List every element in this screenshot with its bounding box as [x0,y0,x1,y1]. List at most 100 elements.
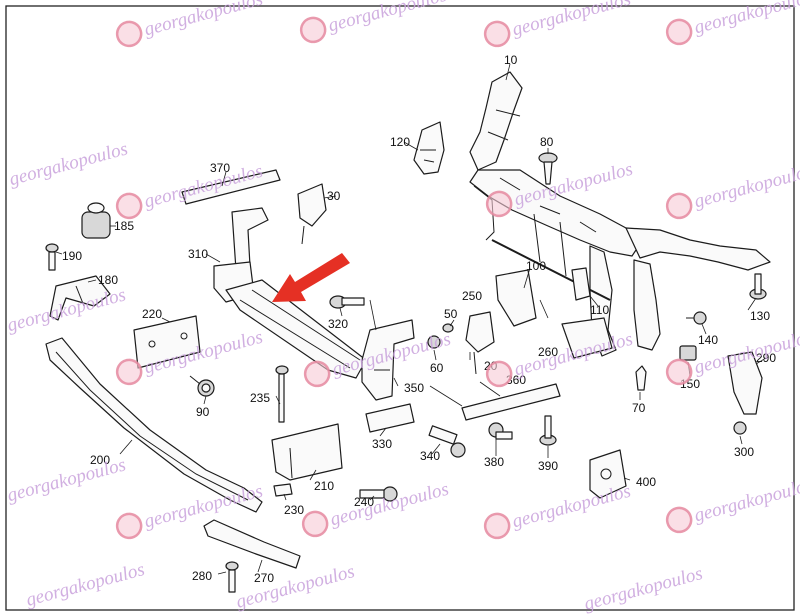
watermark-logo-icon [485,360,513,388]
callout-100: 100 [526,259,546,273]
callout-400: 400 [636,475,656,489]
watermark: georgakopoulos [234,561,357,613]
part-380-bolt [488,422,513,440]
part-180-bracket [49,275,111,321]
watermark-logo-icon [665,358,693,386]
watermark-text: georgakopoulos [5,454,128,506]
callout-60: 60 [430,361,444,375]
callout-330: 330 [372,437,392,451]
callout-120: 120 [390,135,410,149]
callout-210: 210 [314,479,334,493]
watermark: georgakopoulos [665,475,800,534]
callout-80: 80 [540,135,554,149]
callout-370: 370 [210,161,230,175]
callout-280: 280 [192,569,212,583]
part-70-pin [635,365,647,391]
callout-235: 235 [250,391,270,405]
callout-390: 390 [538,459,558,473]
part-90-bolt [189,375,215,397]
watermark-logo-icon [665,18,693,46]
callout-30: 30 [327,189,341,203]
part-230-clip [273,483,293,497]
part-130-bolt [749,273,767,300]
watermark-logo-icon [301,510,329,538]
callout-260: 260 [538,345,558,359]
part-330-block [365,403,415,433]
part-220-plate [133,315,201,369]
part-150-nut [679,345,697,361]
watermark: georgakopoulos [7,138,130,190]
watermark-logo-icon [483,512,511,540]
callout-10: 10 [504,53,518,67]
watermark: georgakopoulos [115,0,265,48]
part-270-lip [203,519,301,569]
part-100-rod [491,239,611,301]
watermark-text: georgakopoulos [7,138,130,190]
part-185-mount [81,202,111,239]
callout-380: 380 [484,455,504,469]
part-50-bracket [465,311,495,375]
part-390-bolt [539,415,557,446]
watermark-logo-icon [303,360,331,388]
watermark: georgakopoulos [115,481,265,540]
callout-310: 310 [188,247,208,261]
watermark-logo-icon [485,190,513,218]
part-210-bracket [271,423,343,481]
part-280-bolt [225,561,239,593]
part-340-bolt [428,425,466,458]
callout-340: 340 [420,449,440,463]
callout-50: 50 [444,307,458,321]
part-235-bolt [275,365,289,423]
leader-lines [55,63,767,575]
part-30-bracket [297,183,327,245]
parts-group [45,71,771,593]
callout-labels: 10 20 30 50 60 70 80 90 100 110 120 130 … [62,53,776,585]
callout-350: 350 [404,381,424,395]
watermark-text: georgakopoulos [234,561,357,613]
watermark-logo-icon [115,512,143,540]
watermark: georgakopoulos [483,0,633,48]
watermark: georgakopoulos [665,161,800,220]
watermark-logo-icon [115,192,143,220]
part-320-bolt [329,295,365,309]
watermark-logo-icon [665,506,693,534]
watermark-logo-icon [299,16,327,44]
callout-130: 130 [750,309,770,323]
callout-70: 70 [632,401,646,415]
callout-180: 180 [98,273,118,287]
part-300-clip [733,421,747,435]
watermark: georgakopoulos [665,0,800,46]
callout-230: 230 [284,503,304,517]
watermark: georgakopoulos [5,454,128,506]
diagram-frame [5,5,795,611]
part-310-crash-beam [213,207,367,379]
part-140-clip [686,311,707,325]
watermark-text: georgakopoulos [692,475,800,527]
watermark: georgakopoulos [582,563,705,615]
callout-320: 320 [328,317,348,331]
callout-200: 200 [90,453,110,467]
watermark: georgakopoulos [24,559,147,611]
watermark-logo-icon [665,192,693,220]
callout-140: 140 [698,333,718,347]
part-290-bracket [727,351,763,415]
part-190-bolt [45,243,59,271]
watermark: georgakopoulos [299,0,449,44]
callout-250: 250 [462,289,482,303]
watermark-text: georgakopoulos [510,481,633,533]
part-200-bumper-beam [45,337,263,513]
watermark: georgakopoulos [485,329,635,388]
watermark-text: georgakopoulos [328,479,451,531]
watermark: georgakopoulos [483,481,633,540]
part-360-bar [461,383,561,421]
part-400-latch [589,449,627,499]
callout-270: 270 [254,571,274,585]
watermark-logo-icon [483,20,511,48]
watermark-logo-icon [115,358,143,386]
callout-90: 90 [196,405,210,419]
callout-300: 300 [734,445,754,459]
highlight-arrow [272,253,350,302]
watermark-logo-icon [115,20,143,48]
part-110-bracket [571,267,591,301]
part-250-bracket [495,269,537,327]
